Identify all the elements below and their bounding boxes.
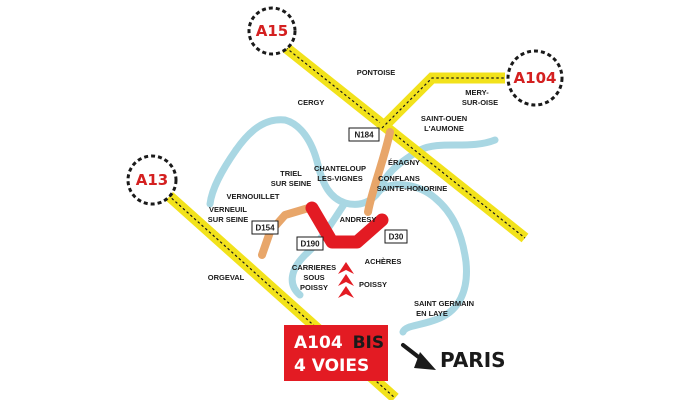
town-verneuil-line2: SUR SEINE [208, 215, 248, 224]
town-conflans-line2: SAINTE-HONORINE [377, 184, 447, 193]
town-chanteloup-line2: LES-VIGNES [317, 174, 362, 183]
river-seine-south [288, 199, 349, 299]
town-carrieres-line1: CARRIERES [292, 263, 336, 272]
svg-text:D154: D154 [255, 224, 275, 233]
town-conflans-line1: CONFLANS [378, 174, 420, 183]
road-n184 [364, 128, 394, 216]
svg-text:N184: N184 [354, 131, 374, 140]
town-carrieres-line2: SOUS [303, 273, 324, 282]
svg-text:A13: A13 [136, 171, 168, 189]
shield-a104: A104 [506, 49, 564, 107]
town-orgeval: ORGEVAL [208, 273, 245, 282]
badge-d190: D190 [296, 236, 324, 251]
badge-d154: D154 [251, 220, 279, 235]
paris-direction: PARIS [401, 343, 506, 372]
river-seine-east [376, 181, 470, 336]
town-triel-line1: TRIEL [280, 169, 302, 178]
project-route-a104-bis [305, 201, 389, 249]
river-seine-north [232, 116, 384, 208]
svg-text:A104: A104 [514, 69, 557, 87]
town-acheres: ACHÈRES [365, 257, 402, 266]
town-chanteloup-line1: CHANTELOUP [314, 164, 366, 173]
badge-d30: D30 [384, 229, 408, 244]
town-saint-germain-line1: SAINT GERMAIN [414, 299, 474, 308]
svg-text:D190: D190 [300, 240, 320, 249]
town-poissy: POISSY [359, 280, 387, 289]
town-pontoise: PONTOISE [357, 68, 396, 77]
town-saint-germain-line2: EN LAYE [416, 309, 448, 318]
town-mery-line2: SUR-OISE [462, 98, 498, 107]
svg-text:A15: A15 [256, 22, 288, 40]
river-seine-west [206, 146, 240, 208]
shield-a15: A15 [247, 6, 297, 56]
direction-chevrons [338, 262, 354, 298]
town-saint-ouen-line1: SAINT-OUEN [421, 114, 467, 123]
svg-text:4 VOIES: 4 VOIES [294, 356, 369, 376]
paris-label: PARIS [440, 348, 506, 372]
svg-text:D30: D30 [389, 233, 404, 242]
arrow-head-icon [414, 352, 436, 370]
town-carrieres-line3: POISSY [300, 283, 328, 292]
town-mery-line1: MERY- [465, 88, 489, 97]
svg-text:A104 BIS: A104 BIS [294, 333, 384, 353]
town-eragny: ÉRAGNY [388, 158, 420, 167]
badge-n184: N184 [348, 127, 380, 142]
town-vernouillet: VERNOUILLET [227, 192, 280, 201]
town-labels: PONTOISE CERGY MERY- SUR-OISE SAINT-OUEN… [208, 68, 498, 318]
town-andresy: ANDRESY [340, 215, 377, 224]
project-label: A104 BIS 4 VOIES [284, 325, 388, 381]
town-verneuil-line1: VERNEUIL [209, 205, 247, 214]
shield-a13: A13 [126, 154, 178, 206]
town-saint-ouen-line2: L'AUMONE [424, 124, 464, 133]
town-triel-line2: SUR SEINE [271, 179, 311, 188]
town-cergy: CERGY [298, 98, 325, 107]
